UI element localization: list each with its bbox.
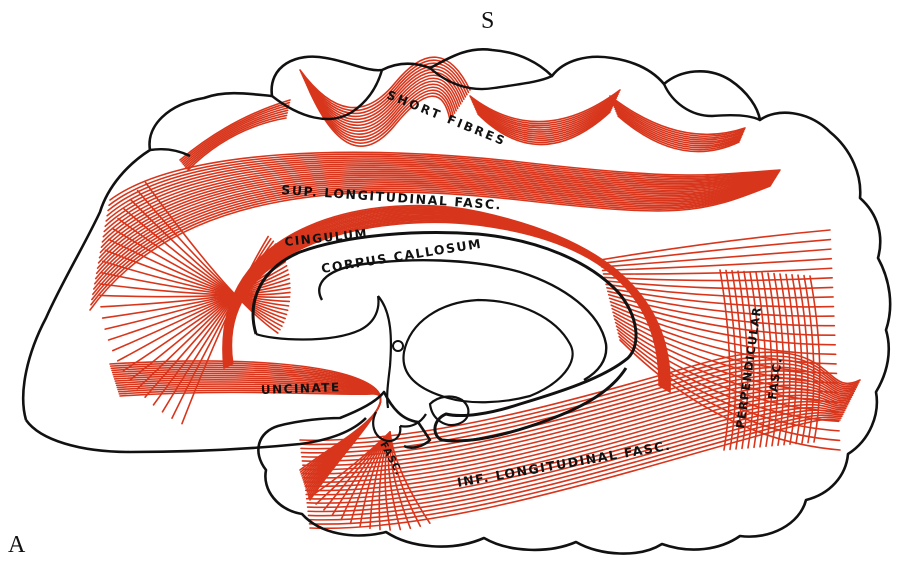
label-uncinate: UNCINATE [261, 380, 341, 397]
posterior-radiation-stroke [602, 249, 831, 267]
orientation-anterior-label: A [8, 533, 25, 557]
callosum-inner-outline [319, 260, 606, 380]
small-nucleus-outline [393, 341, 403, 351]
temporal-lobe-outline [26, 418, 366, 452]
orientation-superior-label: S [481, 9, 494, 33]
thalamus-outline [403, 300, 572, 402]
posterior-radiation-stroke [600, 230, 830, 260]
